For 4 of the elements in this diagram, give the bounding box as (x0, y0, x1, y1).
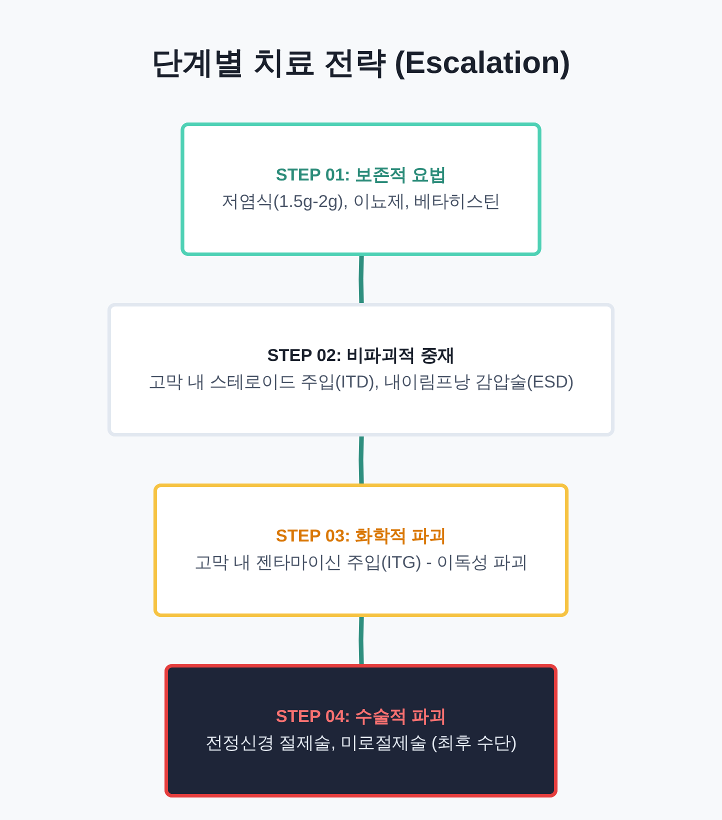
connector (358, 435, 364, 486)
connector (358, 616, 364, 666)
diagram-title: 단계별 치료 전략 (Escalation) (150, 44, 572, 82)
connector (358, 254, 364, 306)
